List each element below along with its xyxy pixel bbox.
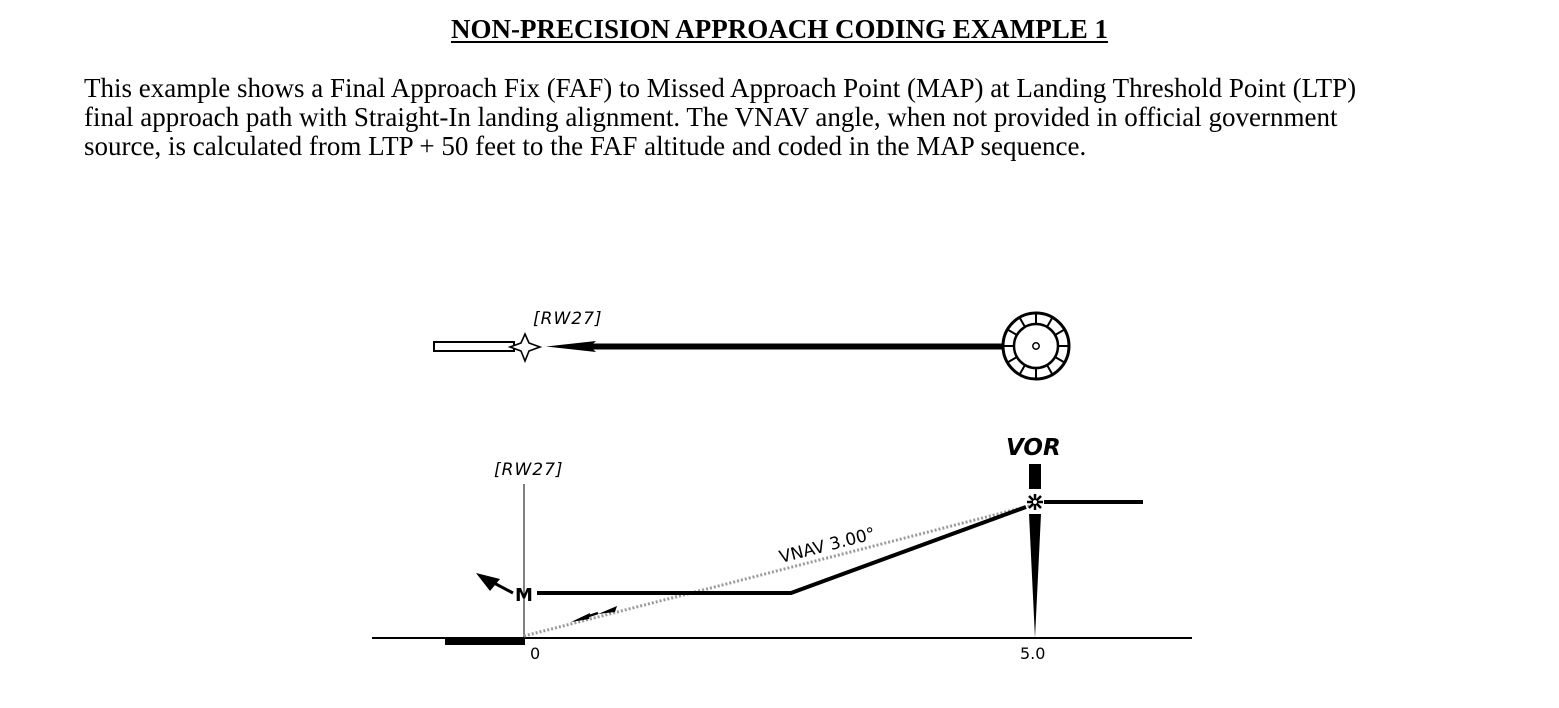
fix-label: VOR	[1006, 435, 1061, 461]
description-line: final approach path with Straight-In lan…	[84, 102, 1338, 132]
threshold-star-icon	[507, 332, 543, 364]
map-symbol: M	[515, 585, 533, 606]
vor-tick	[1046, 364, 1054, 376]
runway-icon	[433, 341, 515, 352]
distance-label: 5.0	[1020, 644, 1045, 663]
direction-arrow-icon	[598, 606, 617, 614]
description: This example shows a Final Approach Fix …	[84, 74, 1484, 161]
distance-label: 0	[530, 644, 540, 663]
faf-marker	[1027, 464, 1043, 638]
profile-runway-bar	[445, 637, 525, 645]
vor-tick	[1018, 364, 1026, 376]
profile-runway-label: [RW27]	[494, 460, 564, 480]
vor-tick	[1006, 328, 1018, 336]
page-title-text: NON-PRECISION APPROACH CODING EXAMPLE 1	[450, 14, 1109, 44]
vor-tick	[1054, 356, 1066, 364]
approach-profile-path	[537, 505, 1027, 595]
direction-arrow-tail	[588, 611, 599, 618]
description-line: This example shows a Final Approach Fix …	[84, 73, 1357, 103]
direction-arrow-icon	[571, 613, 590, 622]
vnav-glidepath	[523, 503, 1034, 638]
vor-icon	[1001, 311, 1071, 381]
vor-tick	[1006, 356, 1018, 364]
missed-approach-arrow-shaft	[493, 581, 514, 595]
vor-tick	[1054, 328, 1066, 336]
vor-tick	[1018, 316, 1026, 328]
plan-runway-label: [RW27]	[533, 309, 603, 329]
description-line: source, is calculated from LTP + 50 feet…	[84, 131, 1087, 161]
vnav-label: VNAV 3.00°	[777, 524, 877, 568]
missed-approach-arrowhead	[476, 573, 500, 591]
course-arrowhead	[546, 341, 596, 352]
plan-view: [RW27]	[433, 309, 1071, 381]
vor-tick	[1046, 316, 1054, 328]
profile-view: [RW27] VNAV 3.00° M VOR	[372, 435, 1192, 663]
page-title: NON-PRECISION APPROACH CODING EXAMPLE 1	[0, 14, 1559, 45]
